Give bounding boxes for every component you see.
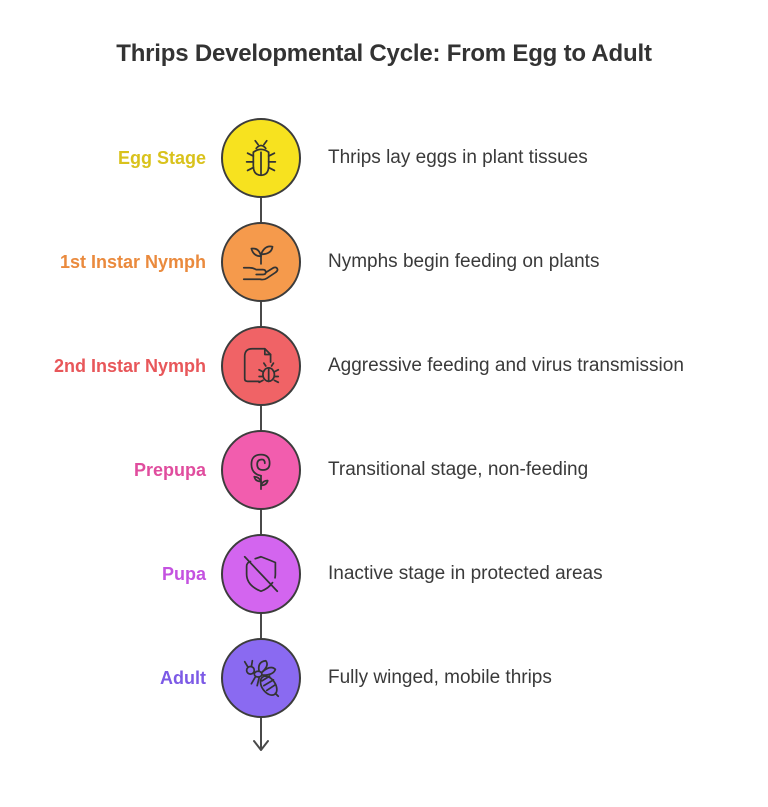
wasp-icon [243,659,280,698]
stage-description: Nymphs begin feeding on plants [328,251,600,272]
stage-circle [221,222,301,302]
stage-description: Thrips lay eggs in plant tissues [328,147,588,168]
stage-description: Inactive stage in protected areas [328,563,603,584]
stage-label: Egg Stage [117,148,206,168]
stage-circle [221,118,301,198]
stage-2nd-instar-nymph: 2nd Instar Nymph Aggressive feeding and … [0,326,768,406]
stage-circle [221,326,301,406]
stage-description: Transitional stage, non-feeding [328,459,589,480]
stage-circle [221,638,301,718]
stage-pupa: Pupa Inactive stage in protected areas [0,534,768,614]
stage-label: 1st Instar Nymph [59,252,206,272]
beetle-icon [245,139,277,177]
shield-off-icon [243,555,279,593]
stage-circle [221,430,301,510]
leaf-with-bug-icon [243,347,280,384]
stage-label: Adult [160,668,206,688]
timeline-arrowhead-icon [253,740,269,751]
stage-1st-instar-nymph: 1st Instar Nymph Nymphs begin feeding on… [0,222,768,302]
stage-label: Prepupa [133,460,206,480]
diagram-title: Thrips Developmental Cycle: From Egg to … [116,40,652,67]
stage-description: Fully winged, mobile thrips [328,667,552,688]
stage-description: Aggressive feeding and virus transmissio… [328,355,684,376]
hand-holding-plant-icon [242,245,279,281]
stage-adult: Adult Fully winged, mobile thrips [0,638,768,718]
stage-label: Pupa [161,564,206,584]
stage-circle [221,534,301,614]
stage-label: 2nd Instar Nymph [53,356,206,376]
spiral-sprout-icon [250,453,271,491]
stage-prepupa: Prepupa Transitional stage, non-feeding [0,430,768,510]
stage-egg: Egg Stage Thrips lay eggs in plant tissu… [0,118,768,198]
